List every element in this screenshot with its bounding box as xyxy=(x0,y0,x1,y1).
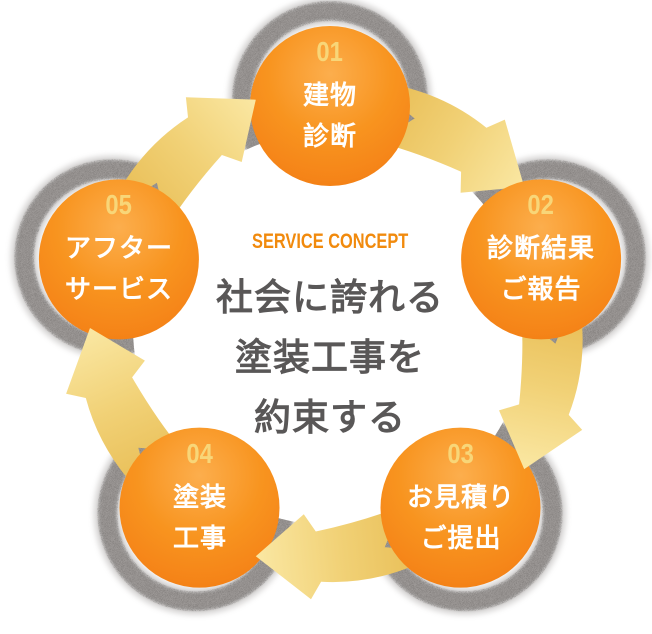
step-circle-04 xyxy=(119,427,280,588)
step-circle-01 xyxy=(250,26,410,186)
cycle-arrow-51 xyxy=(107,97,256,227)
step-circle-05 xyxy=(38,179,199,340)
step-circle-03 xyxy=(380,427,541,588)
cycle-arrow-45 xyxy=(66,328,183,505)
step-circle-02 xyxy=(461,179,622,340)
center-disc xyxy=(133,131,527,525)
cycle-arrow-34 xyxy=(255,506,444,600)
